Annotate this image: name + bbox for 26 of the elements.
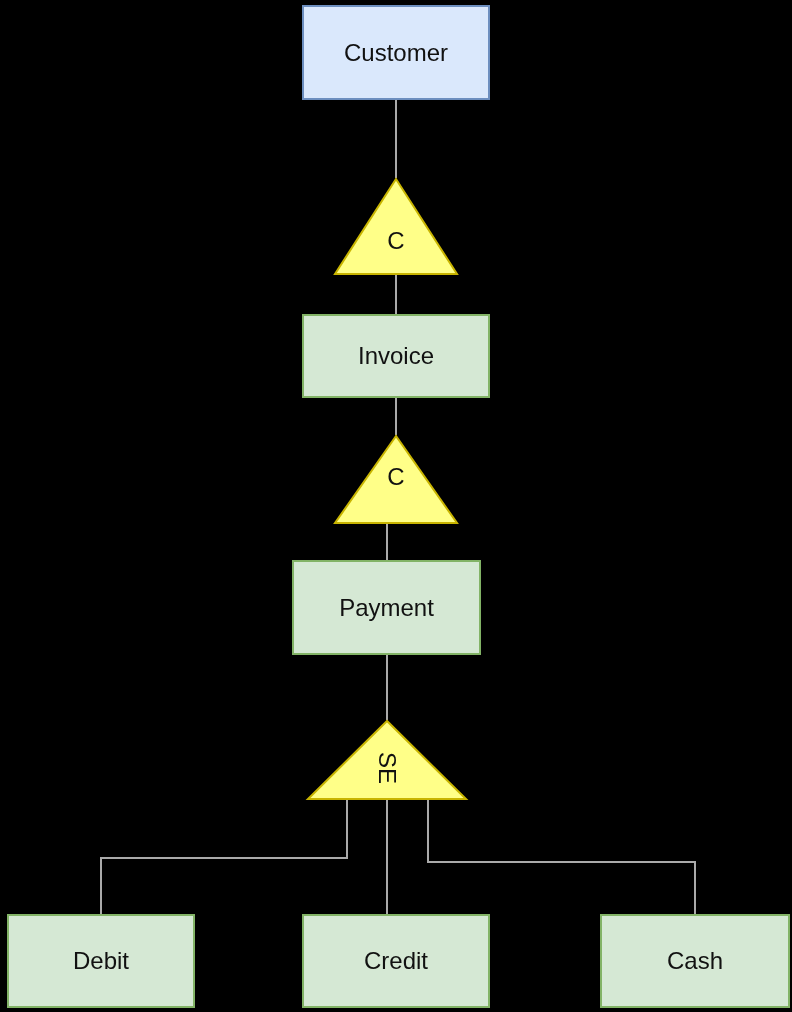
connector-line xyxy=(395,99,397,179)
entity-label: Credit xyxy=(364,947,428,975)
connector-line xyxy=(386,523,388,561)
triangle-symbol xyxy=(334,178,458,275)
entity-box xyxy=(302,314,490,398)
connector-line xyxy=(386,799,388,915)
entity-box xyxy=(302,5,490,100)
entity-box xyxy=(302,914,490,1008)
entity-label: C xyxy=(387,226,405,255)
entity-label: Invoice xyxy=(357,342,434,370)
triangle-symbol xyxy=(334,435,458,524)
connector-line xyxy=(386,654,388,721)
entity-label: Payment xyxy=(339,593,434,622)
connector-line xyxy=(427,799,696,915)
connector-line xyxy=(100,799,348,915)
entity-box xyxy=(600,914,790,1008)
entity-label: Customer xyxy=(344,38,448,67)
entity-label: Debit xyxy=(73,947,129,975)
entity-label: Cash xyxy=(667,947,723,975)
entity-box xyxy=(292,560,481,655)
entity-label: SE xyxy=(373,752,401,784)
triangle-symbol xyxy=(307,720,467,800)
connector-line xyxy=(395,274,397,315)
entity-label: C xyxy=(387,462,405,491)
connector-line xyxy=(395,397,397,436)
entity-box xyxy=(7,914,195,1008)
